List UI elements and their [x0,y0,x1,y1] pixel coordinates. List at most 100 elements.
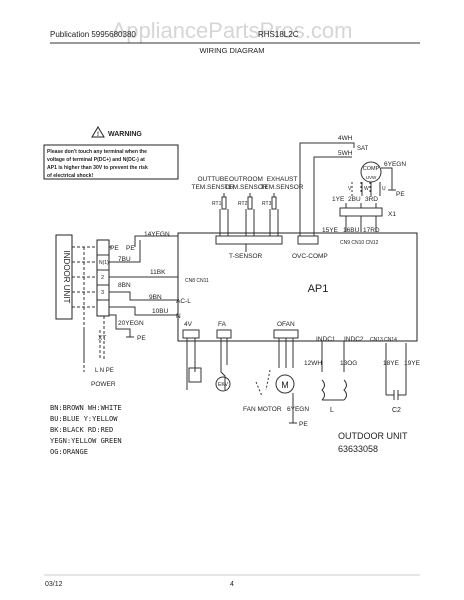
fan-pe: PE [299,421,308,428]
legend-line: YEGN:YELLOW GREEN [50,437,122,445]
footer-date: 03/12 [45,581,63,588]
wire-6yegn: 6YEGN [384,161,406,168]
acl-label: AC-L [176,298,191,305]
svg-text:3: 3 [101,290,104,296]
outroom-sensor-label: OUTROOM [229,176,263,183]
warning-icon [91,126,105,138]
wire-2bu: 2BU [348,196,361,203]
rt2-thermistor [247,196,253,210]
x1-label: X1 [388,211,396,218]
terminal-pe: PE [126,245,135,252]
wire-3rd: 3RD [365,196,378,203]
board-pe: PE [137,335,146,342]
svg-text:W: W [364,186,369,192]
sat-label: SAT [357,146,369,152]
svg-text:2: 2 [101,275,104,281]
page-number: 4 [230,581,234,588]
svg-text:UVW: UVW [366,175,377,180]
warning-heading: WARNING [108,131,142,138]
wire-9bn: 9BN [149,294,162,301]
compressor-group: 4WH 5WH SAT COMP UVW 6YEGN PE V W U 1YE … [299,135,406,236]
warning-line: Please don't touch any terminal when the [47,149,147,155]
wire-13og: 13OG [340,360,357,367]
model-header: RHS18L2C [258,30,299,39]
legend-line: BN:BROWN WH:WHITE [50,404,122,412]
pin-indc2: INDC2 [344,336,364,343]
board-pins: 4V FA OFAN INDC1 INDC2 EKV M FAN MOTOR 6… [182,321,421,428]
wire-7bu: 7BU [118,256,131,263]
wire-10bu: 10BU [152,308,169,315]
wire-19ye: 19YE [404,360,421,367]
wire-1ye: 1YE [332,196,345,203]
svg-text:TEM.SENSOR: TEM.SENSOR [261,184,304,191]
four-way-valve-symbol [188,367,202,383]
wire-12wh: 12WH [304,360,322,367]
pin-indc1: INDC1 [316,336,336,343]
exhaust-sensor-label: EXHAUST [267,176,298,183]
svg-text:!: ! [97,132,99,138]
legend-line: BK:BLACK RD:RED [50,426,113,434]
warning-line: of electrical shock! [47,173,93,179]
ovc-comp-label: OVC-COMP [292,253,328,260]
wire-4wh: 4WH [338,135,353,142]
terminal-pe: PE [110,245,119,252]
publication-header: Publication 5995680380 [50,30,136,39]
watermark: AppliancePartsPros.com [112,18,353,43]
pin-4v: 4V [184,321,193,328]
fan-motor-label: FAN MOTOR [243,406,282,413]
svg-text:TEM.SENSOR: TEM.SENSOR [192,184,235,191]
warning-line: AP1 is higher than 30V to prevent the ri… [47,165,148,171]
svg-text:N(1): N(1) [99,260,109,266]
sensor-group: OUTTUBE TEM.SENSOR OUTROOM TEM.SENSOR EX… [192,176,328,260]
legend-line: OG:ORANGE [50,448,88,456]
wire-8bn: 8BN [118,282,131,289]
legend-line: BU:BLUE Y:YELLOW [50,415,118,423]
wire-14yegn: 14YEGN [144,231,170,238]
wire-15ye: 15YE [322,227,339,234]
ovc-comp-connector [297,235,319,245]
board-inner-text: CN13 CN14 [370,337,397,343]
ekv-label: EKV [218,382,229,388]
warning-box: ! WARNING Please don't touch any termina… [43,126,179,180]
wire-5wh: 5WH [338,150,353,157]
svg-text:U: U [382,186,386,192]
t-sensor-connector [215,235,283,245]
svg-text:TEM.SENSOR: TEM.SENSOR [225,184,268,191]
rt1-label: RT1 [212,201,222,207]
part-number: 63633058 [338,444,378,454]
rt1-thermistor [221,196,227,210]
indoor-unit-label: INDOOR UNIT [62,251,71,304]
capacitor-label: C2 [392,407,401,414]
rt2-label: RT2 [238,201,248,207]
indoor-terminal-group: INDOOR UNIT N(1) 2 3 PE PE 14YEGN 7BU 11… [55,231,178,388]
t-sensor-label: T-SENSOR [229,253,263,260]
ap1-label: AP1 [308,283,329,295]
outtube-sensor-label: OUTTUBE [197,176,229,183]
rt3-label: RT3 [262,201,272,207]
compressor-pe: PE [396,191,405,198]
power-label: POWER [91,381,116,388]
wire-11bk: 11BK [150,269,166,276]
color-legend: BN:BROWN WH:WHITE BU:BLUE Y:YELLOW BK:BL… [50,404,122,456]
wire-17rd: 17RD [363,227,380,234]
comp-label: COMP [363,166,380,172]
svg-text:L N PE: L N PE [95,368,114,374]
ekv-symbol [215,376,231,392]
x1-terminal-block [339,207,383,217]
rt3-thermistor [271,196,277,210]
xt-label: XT [98,335,106,342]
fan-motor-symbol [275,374,295,394]
pin-ofan: OFAN [277,321,295,328]
board-inner-text: CN8 CN11 [185,278,209,284]
xt-terminal-block [96,239,110,317]
page-title: WIRING DIAGRAM [200,46,265,55]
outdoor-unit-label: OUTDOOR UNIT [338,431,408,441]
inductor-label: L [330,407,334,414]
fan-motor-yegn: 6YEGN [287,406,309,413]
svg-text:V: V [348,186,352,192]
ap1-board [177,232,418,342]
fan-motor-m: M [281,380,289,390]
wire-20yegn: 20YEGN [118,320,144,327]
wire-18ye: 18YE [383,360,400,367]
